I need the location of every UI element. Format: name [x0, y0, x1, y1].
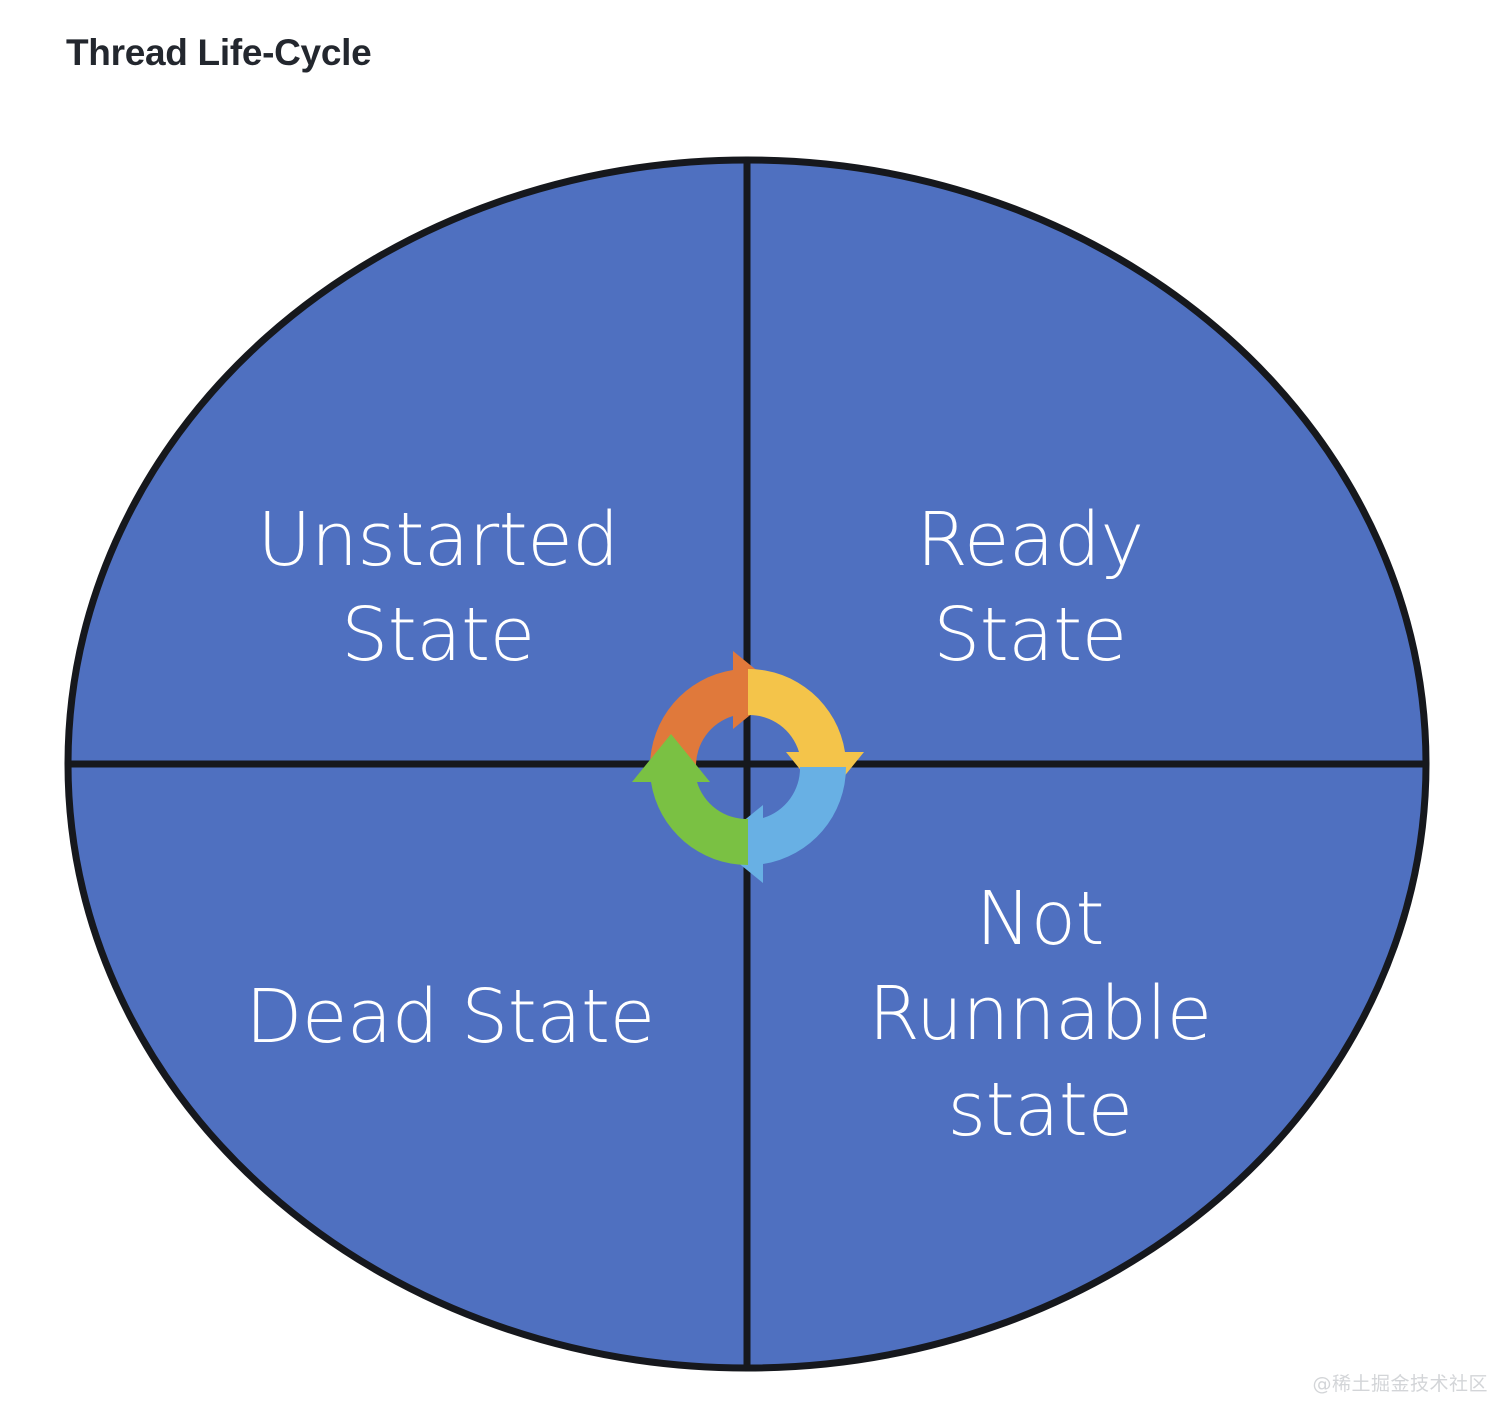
cycle-arrow-green [632, 734, 748, 866]
page-title: Thread Life-Cycle [66, 32, 372, 73]
pie-slice-label-not-runnable-state: Not Runnable state [868, 876, 1212, 1153]
pie-slice-label-unstarted-state: Unstarted State [257, 497, 619, 679]
cycle-arrows-icon [632, 651, 864, 883]
pie-slice-label-ready-state: Ready State [916, 497, 1144, 679]
pie-slice-label-dead-state: Dead State [245, 974, 655, 1060]
watermark: @稀土掘金技术社区 [1312, 1373, 1488, 1395]
